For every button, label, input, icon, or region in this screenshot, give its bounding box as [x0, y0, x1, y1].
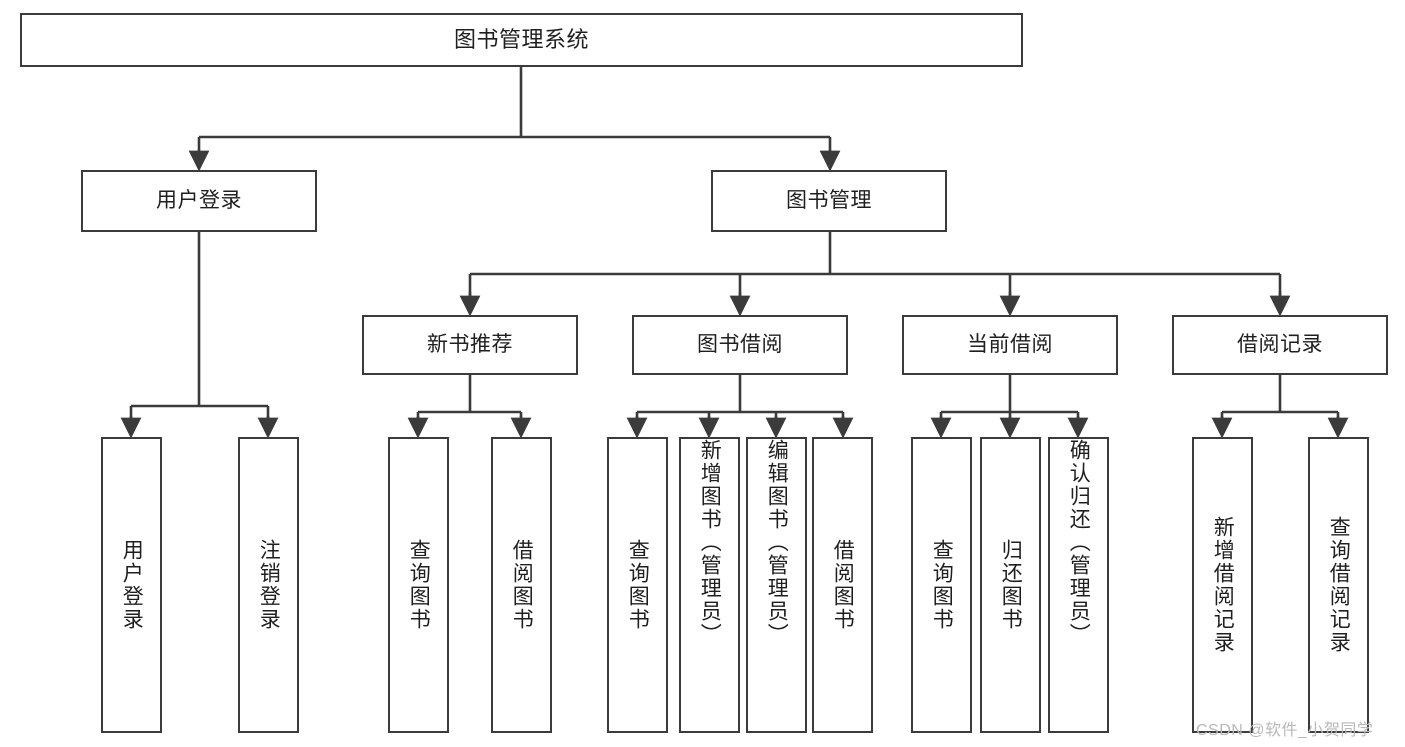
node-root-system[interactable]: 图书管理系统	[20, 13, 1023, 67]
leaf-confirm-return-admin[interactable]: 确认归还（管理员）	[1048, 437, 1109, 733]
node-book-management[interactable]: 图书管理	[711, 170, 947, 232]
node-label: 用户登录	[120, 539, 144, 631]
leaf-query-book-current[interactable]: 查询图书	[911, 437, 972, 733]
node-label: 图书管理系统	[453, 27, 589, 53]
node-current-borrow[interactable]: 当前借阅	[902, 315, 1118, 375]
leaf-query-book-borrow[interactable]: 查询图书	[607, 437, 668, 733]
node-book-borrow[interactable]: 图书借阅	[632, 315, 848, 375]
node-borrow-records[interactable]: 借阅记录	[1172, 315, 1388, 375]
node-label: 编辑图书（管理员）	[765, 439, 789, 646]
node-label: 查询图书	[407, 539, 431, 631]
leaf-add-borrow-record[interactable]: 新增借阅记录	[1192, 437, 1253, 733]
node-label: 确认归还（管理员）	[1067, 439, 1091, 646]
leaf-borrow-book-new[interactable]: 借阅图书	[491, 437, 552, 733]
node-label: 归还图书	[999, 539, 1023, 631]
node-user-login[interactable]: 用户登录	[81, 170, 317, 232]
leaf-query-borrow-record[interactable]: 查询借阅记录	[1308, 437, 1369, 733]
node-label: 图书管理	[786, 188, 872, 212]
leaf-user-login[interactable]: 用户登录	[101, 437, 162, 733]
leaf-edit-book-admin[interactable]: 编辑图书（管理员）	[746, 437, 807, 733]
node-new-book-recommend[interactable]: 新书推荐	[362, 315, 578, 375]
node-label: 查询图书	[930, 539, 954, 631]
node-label: 借阅记录	[1237, 332, 1323, 356]
node-label: 当前借阅	[967, 332, 1053, 356]
node-label: 注销登录	[257, 539, 281, 631]
leaf-borrow-book[interactable]: 借阅图书	[812, 437, 873, 733]
leaf-query-book-new[interactable]: 查询图书	[388, 437, 449, 733]
leaf-user-logout[interactable]: 注销登录	[238, 437, 299, 733]
node-label: 查询图书	[626, 539, 650, 631]
leaf-add-book-admin[interactable]: 新增图书（管理员）	[679, 437, 740, 733]
node-label: 借阅图书	[510, 539, 534, 631]
node-label: 新增借阅记录	[1211, 516, 1235, 654]
node-label: 新书推荐	[427, 332, 513, 356]
node-label: 借阅图书	[831, 539, 855, 631]
node-label: 用户登录	[156, 188, 242, 212]
csdn-watermark: CSDN @软件_小贺同学	[1196, 722, 1374, 739]
node-label: 查询借阅记录	[1327, 516, 1351, 654]
node-label: 新增图书（管理员）	[698, 439, 722, 646]
node-label: 图书借阅	[697, 332, 783, 356]
leaf-return-book[interactable]: 归还图书	[980, 437, 1041, 733]
